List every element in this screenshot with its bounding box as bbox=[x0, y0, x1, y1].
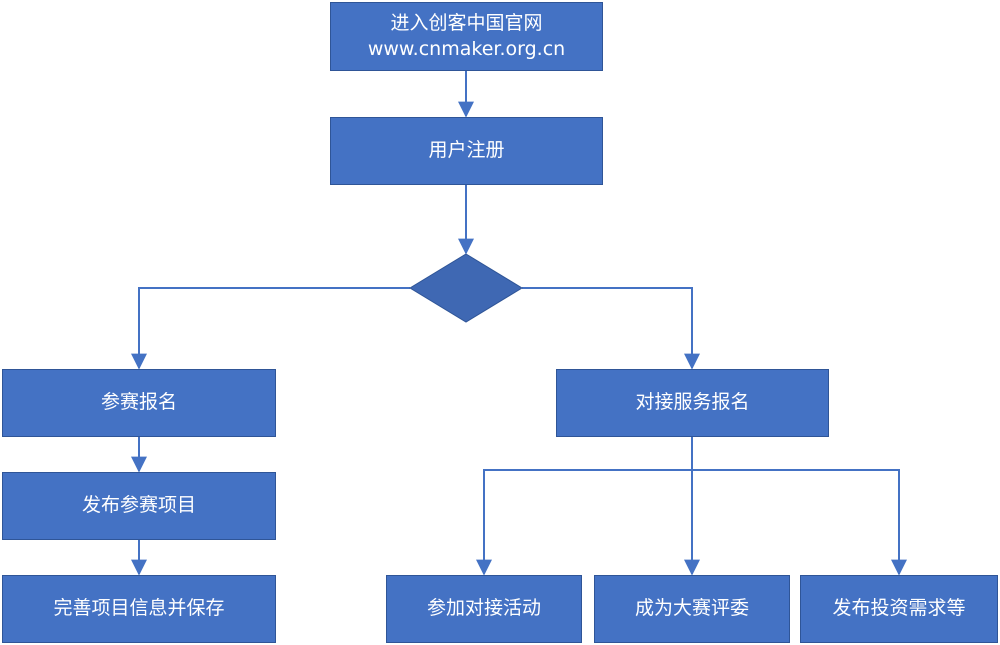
start-node-url: www.cnmaker.org.cn bbox=[367, 37, 566, 60]
join-matchmaking-label: 参加对接活动 bbox=[426, 597, 541, 620]
service-signup-node: 对接服务报名 bbox=[556, 369, 829, 437]
connector-decision-to-service-signup bbox=[522, 287, 700, 370]
publish-investment-node: 发布投资需求等 bbox=[800, 575, 998, 643]
connector-decision-to-contest-signup bbox=[131, 287, 410, 370]
become-judge-node: 成为大赛评委 bbox=[594, 575, 790, 643]
publish-investment-label: 发布投资需求等 bbox=[832, 597, 966, 620]
register-node-label: 用户注册 bbox=[428, 139, 505, 162]
complete-info-node: 完善项目信息并保存 bbox=[2, 575, 276, 643]
complete-info-label: 完善项目信息并保存 bbox=[53, 597, 225, 620]
contest-signup-label: 参赛报名 bbox=[100, 391, 177, 414]
connector-to-publish-investment bbox=[692, 469, 907, 576]
contest-signup-node: 参赛报名 bbox=[2, 369, 276, 437]
register-node: 用户注册 bbox=[330, 117, 603, 185]
start-node-title: 进入创客中国官网 bbox=[390, 11, 543, 34]
connector-to-join-matchmaking bbox=[476, 469, 692, 576]
start-node-official-site: 进入创客中国官网 www.cnmaker.org.cn bbox=[330, 2, 603, 71]
service-signup-label: 对接服务报名 bbox=[635, 391, 750, 414]
decision-diamond bbox=[409, 253, 523, 323]
publish-project-node: 发布参赛项目 bbox=[2, 472, 276, 540]
publish-project-label: 发布参赛项目 bbox=[81, 494, 196, 517]
become-judge-label: 成为大赛评委 bbox=[634, 597, 749, 620]
join-matchmaking-node: 参加对接活动 bbox=[386, 575, 582, 643]
